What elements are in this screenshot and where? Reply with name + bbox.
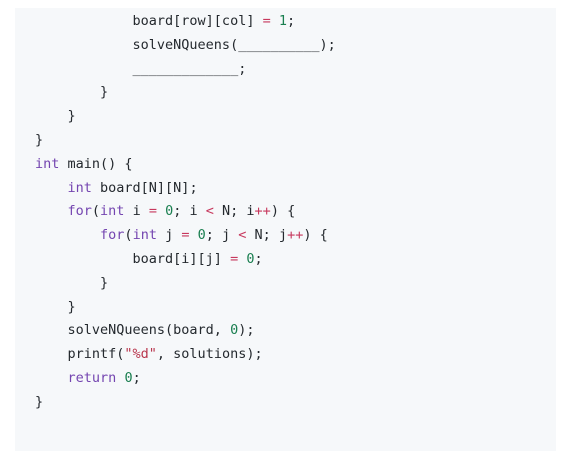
code-line: for(int j = 0; j < N; j++) { [35,224,336,248]
code-token: return [67,369,117,386]
code-token [35,227,100,243]
code-token: _____________; [35,60,247,77]
code-line: } [35,129,336,153]
code-line: int main() { [35,153,336,177]
code-token: } [35,274,109,291]
code-token: } [35,131,44,148]
code-token: ( [124,227,133,244]
code-line: printf("%d", solutions); [35,343,336,367]
code-line: board[i][j] = 0; [35,248,336,272]
code-token [35,180,68,196]
code-token: solveNQueens(board, [35,322,231,339]
code-token [35,203,68,219]
code-token: 0 [165,203,174,220]
code-token: for [100,227,125,244]
code-token: "%d" [124,346,157,363]
code-token: } [35,108,76,125]
code-token: board[row][col] [35,13,263,29]
code-token: 1 [278,13,287,29]
code-token: 0 [124,369,133,386]
code-token: 0 [246,250,255,267]
code-token: main() { [59,155,133,172]
code-token: printf( [35,346,125,363]
code-token: 0 [197,227,206,244]
code-token: for [67,203,92,220]
code-token: = [181,227,190,244]
code-line: } [35,296,336,320]
code-token: ; [254,250,263,267]
code-line: } [35,105,336,129]
code-snippet-panel: board[row][col] = 1; solveNQueens(______… [15,8,556,451]
code-token: ; j [205,227,239,244]
code-line: return 0; [35,367,336,391]
code-line: board[row][col] = 1; [35,10,336,34]
code-token: int [35,155,60,172]
code-token: ; [287,13,296,29]
code-line: } [35,81,336,105]
code-token: 0 [230,322,239,339]
code-token: int [100,203,125,220]
code-token: int [132,227,157,244]
code-token: = [230,250,239,267]
code-token: ; [132,369,141,386]
code-line: } [35,272,336,296]
code-token: int [67,179,92,196]
code-token: ) { [303,227,328,244]
code-line: _____________; [35,58,336,82]
code-token: } [35,84,109,101]
code-token: = [148,203,157,220]
code-token: < [238,227,247,244]
code-token: = [262,13,271,29]
code-token: < [205,203,214,220]
code-token: ) { [270,203,296,220]
code-token: , solutions); [156,346,263,363]
code-token: ; i [173,203,206,220]
code-token: ); [238,322,255,339]
code-block: board[row][col] = 1; solveNQueens(______… [35,10,336,415]
code-token: board[N][N]; [91,179,198,196]
code-token: solveNQueens(__________); [35,36,336,53]
code-line: for(int i = 0; i < N; i++) { [35,200,336,224]
code-token: ++ [287,227,304,244]
code-token: } [35,298,76,315]
code-line: } [35,391,336,415]
code-token [35,370,68,386]
code-token: N; i [213,203,255,220]
code-token: N; j [246,227,288,244]
code-token: } [35,393,44,410]
code-token: j [156,227,182,244]
code-token: board[i][j] [35,250,231,267]
code-token [189,227,197,243]
code-line: solveNQueens(board, 0); [35,319,336,343]
code-token: ++ [254,203,271,220]
code-token [271,13,279,29]
code-token [157,203,165,219]
code-token: ( [91,203,101,220]
code-line: int board[N][N]; [35,177,336,201]
code-line: solveNQueens(__________); [35,34,336,58]
code-token: i [124,203,149,220]
